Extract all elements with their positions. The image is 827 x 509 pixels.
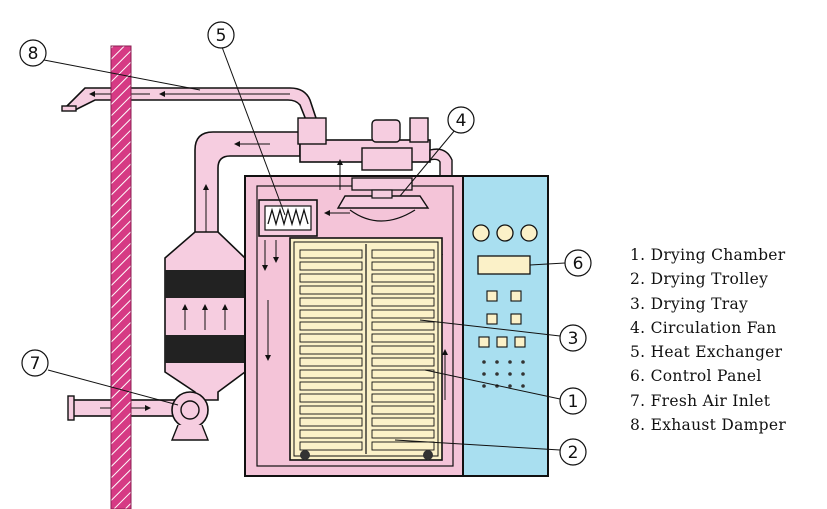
gauge-3	[520, 224, 538, 242]
legend-item-drying-chamber: 1. Drying Chamber	[630, 246, 786, 264]
legend-item-drying-tray: 3. Drying Tray	[630, 294, 749, 313]
indicator-dot	[521, 384, 525, 388]
trolley-wheel-left	[300, 450, 310, 460]
svg-text:1: 1	[568, 392, 579, 412]
tray-slat	[299, 405, 363, 415]
tray-slat	[371, 297, 435, 307]
callout-1: 1	[559, 387, 587, 415]
indicator-dot	[495, 372, 499, 376]
heat-exchanger	[258, 199, 318, 237]
legend-item-control-panel: 6. Control Panel	[630, 367, 762, 386]
tray-slat	[371, 249, 435, 259]
tray-slat	[371, 345, 435, 355]
callout-leaders	[43, 46, 566, 451]
callout-4: 4	[447, 106, 475, 134]
svg-text:4: 4	[456, 111, 467, 131]
svg-text:7: 7	[30, 354, 41, 374]
tray-slat	[371, 369, 435, 379]
indicator-dot	[508, 360, 512, 364]
tray-slat	[299, 345, 363, 355]
tray-slat	[371, 357, 435, 367]
tray-slat	[299, 261, 363, 271]
tray-slat	[299, 273, 363, 283]
callout-6: 6	[564, 249, 592, 277]
tray-slat	[299, 429, 363, 439]
tray-slat	[371, 429, 435, 439]
tray-slat	[371, 381, 435, 391]
indicator-dot	[482, 360, 486, 364]
indicator-dot	[495, 360, 499, 364]
fresh-air-blower	[67, 391, 210, 441]
tray-slat	[371, 333, 435, 343]
airflow-arrows	[262, 159, 448, 400]
indicator-dot	[521, 372, 525, 376]
legend-item-exhaust-damper: 8. Exhaust Damper	[630, 416, 787, 435]
indicator-dot	[482, 372, 486, 376]
tray-slat	[299, 441, 363, 451]
svg-text:6: 6	[573, 254, 584, 274]
indicator-dot	[508, 384, 512, 388]
circulation-fan	[336, 177, 430, 222]
tray-slat	[299, 285, 363, 295]
legend-item-circulation-fan: 4. Circulation Fan	[630, 318, 777, 337]
display-screen	[477, 255, 531, 275]
tray-slat	[299, 309, 363, 319]
svg-text:8: 8	[28, 44, 39, 64]
tray-slat	[299, 321, 363, 331]
filter-block-lower	[165, 335, 245, 363]
gauge-2	[496, 224, 514, 242]
legend: 1. Drying Chamber 2. Drying Trolley 3. D…	[630, 243, 825, 437]
tray-slat	[299, 297, 363, 307]
callout-2: 2	[559, 438, 587, 466]
tray-slat	[371, 393, 435, 403]
callout-5: 5	[207, 21, 235, 49]
tray-slat	[371, 405, 435, 415]
filter-column	[164, 231, 246, 401]
svg-text:5: 5	[216, 26, 227, 46]
svg-text:3: 3	[568, 329, 579, 349]
tray-slat	[299, 249, 363, 259]
tray-slat	[371, 285, 435, 295]
tray-slat	[299, 393, 363, 403]
callout-3: 3	[559, 324, 587, 352]
filter-block-upper	[165, 270, 245, 298]
callout-7: 7	[21, 349, 49, 377]
svg-text:2: 2	[568, 443, 579, 463]
tray-slat	[299, 357, 363, 367]
gauge-1	[472, 224, 490, 242]
control-panel	[462, 175, 549, 477]
tray-slat	[371, 417, 435, 427]
tray-slat	[371, 441, 435, 451]
legend-item-heat-exchanger: 5. Heat Exchanger	[630, 343, 783, 362]
building-wall	[110, 45, 132, 509]
tray-slat	[371, 273, 435, 283]
callout-8: 8	[19, 39, 47, 67]
tray-slat	[371, 309, 435, 319]
trolley-wheel-right	[423, 450, 433, 460]
tray-slat	[299, 369, 363, 379]
tray-slat	[371, 261, 435, 271]
legend-item-drying-trolley: 2. Drying Trolley	[630, 270, 769, 289]
tray-slat	[371, 321, 435, 331]
indicator-dot	[482, 384, 486, 388]
tray-slat	[299, 333, 363, 343]
indicator-dot	[508, 372, 512, 376]
tray-slat	[299, 417, 363, 427]
tray-slat	[299, 381, 363, 391]
legend-item-fresh-air-inlet: 7. Fresh Air Inlet	[630, 391, 771, 410]
drying-trays	[299, 249, 435, 451]
exhaust-duct	[61, 87, 322, 131]
fan-motor-assembly	[297, 117, 453, 179]
indicator-dot	[521, 360, 525, 364]
